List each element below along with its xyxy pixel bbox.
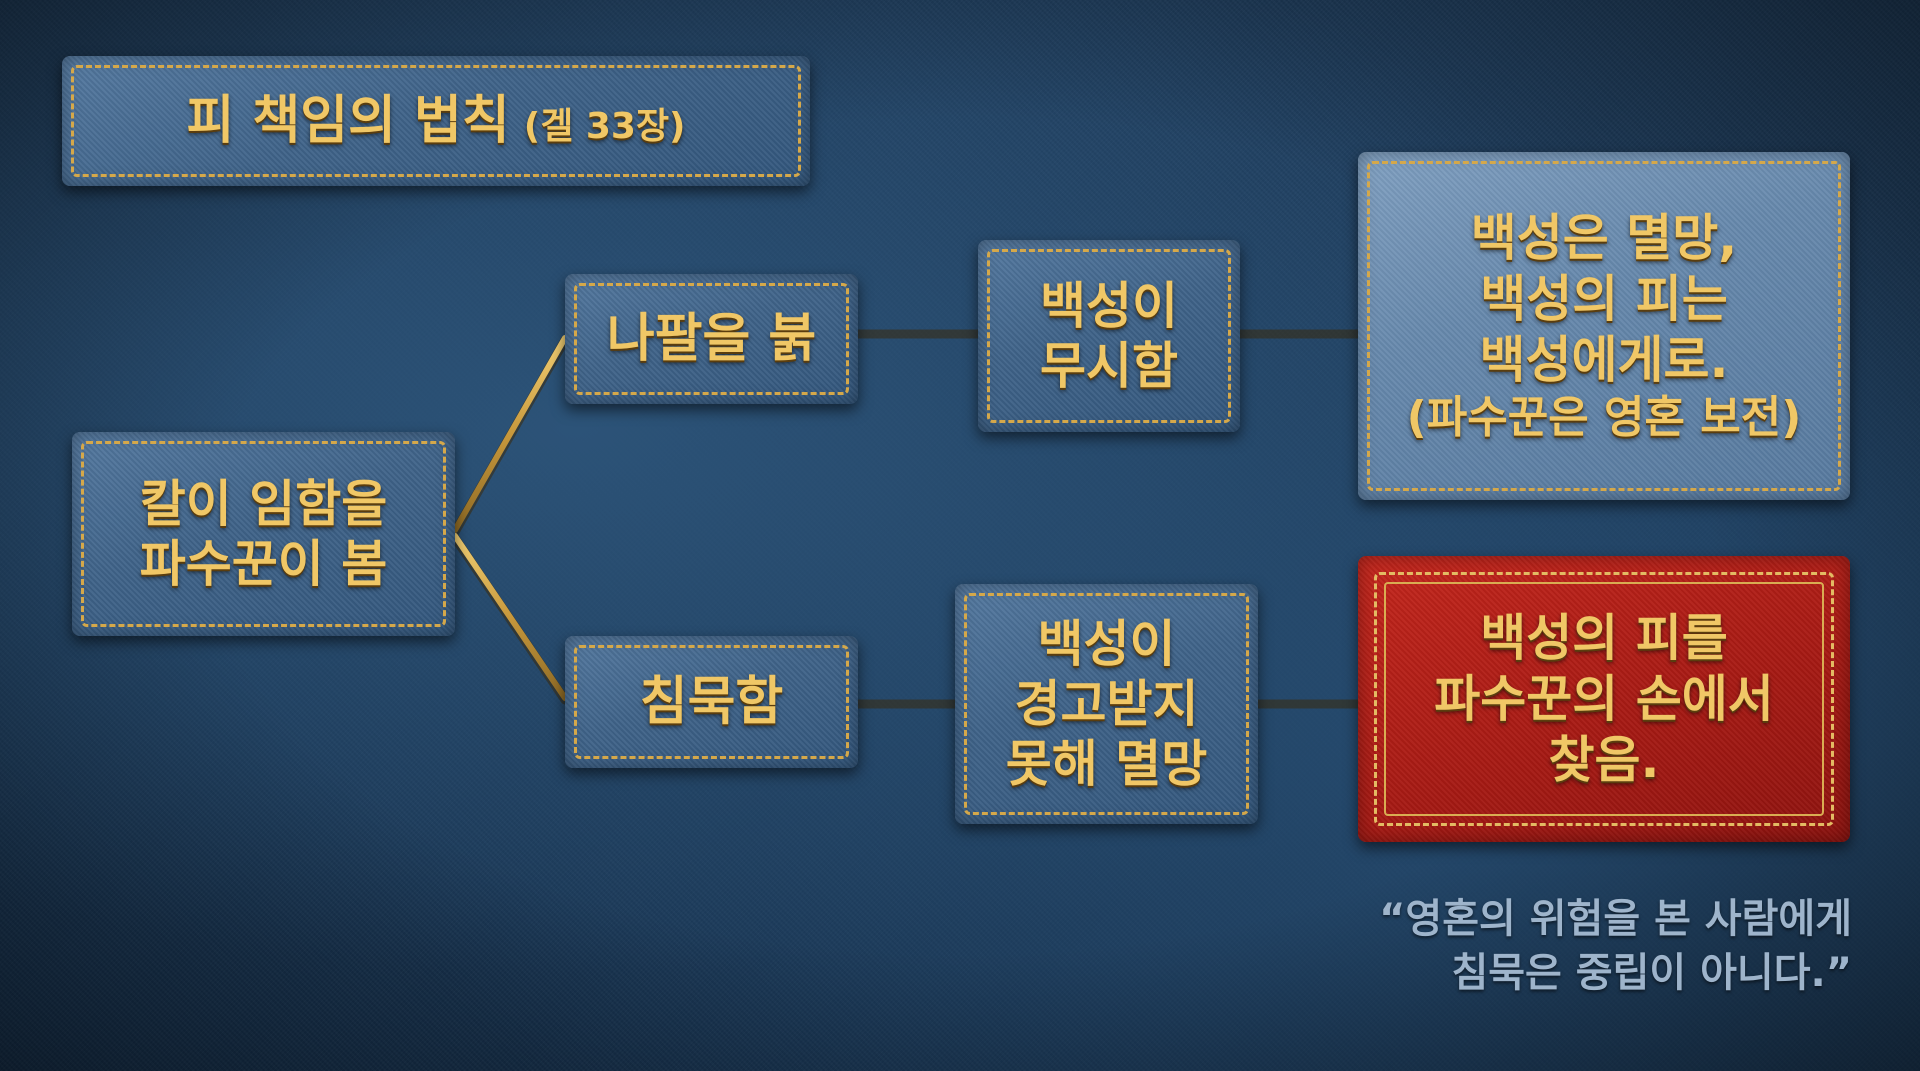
title-chapter-reference: (겔 33장) bbox=[523, 105, 686, 147]
outcome-watchman-line: 파수꾼의 손에서 bbox=[1434, 669, 1774, 728]
node-silent-text: 침묵함 bbox=[640, 671, 784, 733]
node-blow-trumpet: 나팔을 붉 bbox=[565, 274, 858, 404]
outcome-people-note: (파수꾼은 영혼 보전) bbox=[1406, 391, 1802, 443]
node-root-line: 파수꾼이 봄 bbox=[139, 535, 388, 593]
node-ignore-line: 무시함 bbox=[1040, 337, 1178, 395]
outcome-people-line: 백성의 피는 bbox=[1480, 269, 1728, 328]
node-people-ignore: 백성이 무시함 bbox=[978, 240, 1240, 432]
node-ignore-line: 백성이 bbox=[1040, 277, 1178, 335]
node-root-text: 칼이 임함을 파수꾼이 봄 bbox=[140, 474, 387, 594]
node-unwarned-text: 백성이 경고받지 못해 멸망 bbox=[1006, 614, 1207, 794]
quote-line: 침묵은 중립이 아니다.” bbox=[1451, 950, 1852, 996]
node-root-line: 칼이 임함을 bbox=[139, 475, 388, 533]
node-blow-text: 나팔을 붉 bbox=[607, 308, 816, 370]
outcome-people-perish: 백성은 멸망, 백성의 피는 백성에게로. (파수꾼은 영혼 보전) bbox=[1358, 152, 1850, 500]
quote-line: “영혼의 위험을 본 사람에게 bbox=[1379, 896, 1852, 942]
node-unwarned-line: 못해 멸망 bbox=[1005, 735, 1208, 793]
outcome-people-line: 백성에게로. bbox=[1479, 330, 1729, 389]
outcome-people-text: 백성은 멸망, 백성의 피는 백성에게로. (파수꾼은 영혼 보전) bbox=[1407, 208, 1802, 445]
node-root-watchman-sees-sword: 칼이 임함을 파수꾼이 봄 bbox=[72, 432, 455, 636]
outcome-watchman-text: 백성의 피를 파수꾼의 손에서 찾음. bbox=[1434, 608, 1773, 791]
node-unwarned-line: 경고받지 bbox=[1014, 675, 1199, 733]
title-main-text: 피 책임의 법칙 bbox=[186, 90, 510, 151]
node-people-unwarned: 백성이 경고받지 못해 멸망 bbox=[955, 584, 1258, 824]
outcome-watchman-responsible: 백성의 피를 파수꾼의 손에서 찾음. bbox=[1358, 556, 1850, 842]
node-silent-line: 침묵함 bbox=[639, 671, 784, 732]
outcome-watchman-line: 백성의 피를 bbox=[1480, 608, 1728, 667]
node-blow-line: 나팔을 붉 bbox=[606, 308, 817, 369]
closing-quote: “영혼의 위험을 본 사람에게 침묵은 중립이 아니다.” bbox=[1379, 892, 1852, 1000]
page-title: 피 책임의 법칙 (겔 33장) bbox=[186, 90, 685, 152]
outcome-watchman-line: 찾음. bbox=[1548, 730, 1660, 789]
node-unwarned-line: 백성이 bbox=[1037, 615, 1176, 673]
outcome-people-line: 백성은 멸망, bbox=[1470, 208, 1738, 267]
node-silent: 침묵함 bbox=[565, 636, 858, 768]
title-patch: 피 책임의 법칙 (겔 33장) bbox=[62, 56, 810, 186]
node-ignore-text: 백성이 무시함 bbox=[1040, 276, 1178, 396]
